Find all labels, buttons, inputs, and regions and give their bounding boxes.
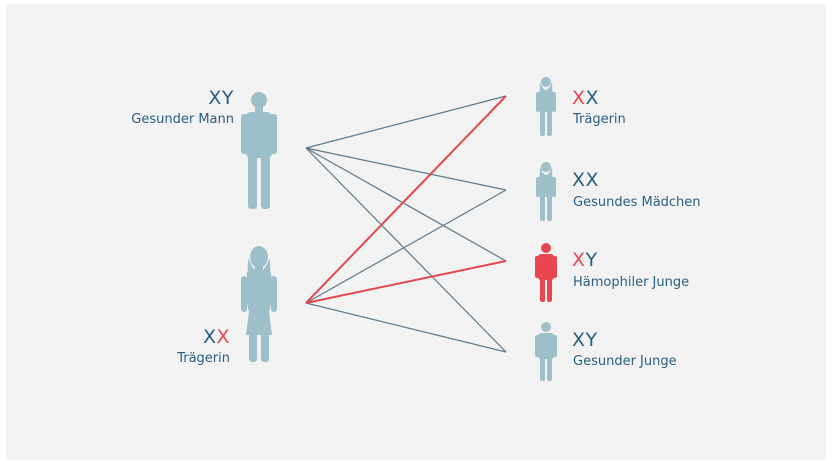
child-1-label: Trägerin	[573, 112, 626, 127]
mother-chromosomes: XX	[203, 326, 230, 348]
connection-lines	[305, 95, 507, 353]
child-2-label: Gesundes Mädchen	[573, 195, 701, 210]
child-1-chromosomes: XX	[572, 87, 599, 109]
child-1-chromosome-1: X	[572, 87, 586, 109]
child-figure-4	[535, 322, 557, 381]
connection-line-mother-to-child-2	[305, 189, 507, 304]
child-2-chromosomes: XX	[572, 169, 599, 191]
child-1-chromosome-2: X	[585, 87, 600, 109]
child-figure-2	[536, 162, 556, 221]
connection-line-father-to-child-1	[305, 95, 507, 149]
child-4-label: Gesunder Junge	[573, 354, 677, 369]
father-chromosome-1: X	[208, 87, 222, 109]
father-chromosomes: XY	[208, 87, 234, 109]
child-4-chromosome-1: X	[572, 329, 586, 351]
father-chromosome-2: Y	[221, 87, 234, 109]
child-4-chromosome-2: Y	[585, 329, 598, 351]
connection-line-father-to-child-4	[305, 147, 507, 353]
child-3-chromosome-1: X	[572, 249, 586, 271]
connection-line-mother-to-child-4	[305, 302, 507, 353]
child-2-chromosome-2: X	[585, 169, 600, 191]
connection-line-mother-to-child-1	[305, 95, 507, 304]
father-figure	[241, 92, 277, 209]
child-3-label: Hämophiler Junge	[573, 275, 690, 290]
child-figure-1	[536, 77, 556, 136]
mother-chromosome-2: X	[216, 326, 230, 348]
mother-figure	[241, 246, 277, 362]
mother-chromosome-1: X	[202, 326, 217, 348]
child-figure-3	[535, 243, 557, 302]
connection-line-mother-to-child-3	[305, 260, 507, 304]
connection-line-father-to-child-2	[305, 147, 507, 191]
child-2-chromosome-1: X	[572, 169, 586, 191]
connection-line-father-to-child-3	[305, 147, 507, 262]
child-3-chromosomes: XY	[572, 249, 598, 271]
father-label: Gesunder Mann	[131, 112, 234, 127]
diagram-background	[6, 4, 826, 460]
child-4-chromosomes: XY	[572, 329, 598, 351]
mother-label: Trägerin	[177, 351, 230, 366]
child-3-chromosome-2: Y	[585, 249, 598, 271]
